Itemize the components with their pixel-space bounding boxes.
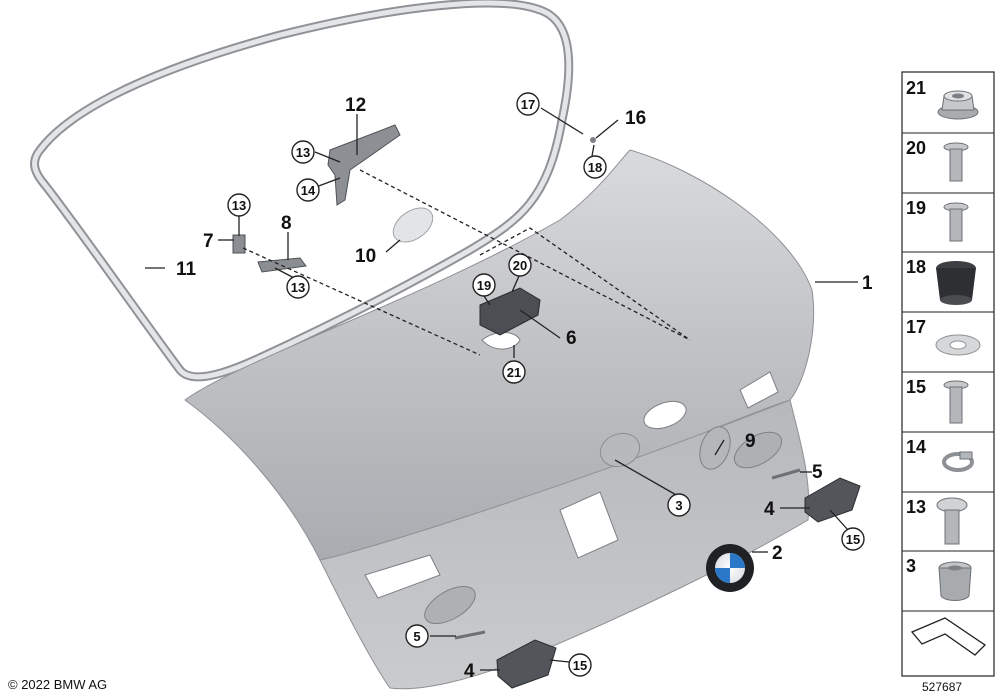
callout-5-upper: 5 — [812, 462, 823, 483]
support-bracket — [327, 124, 401, 206]
round-head-bolt-icon — [936, 497, 968, 545]
sidebar-label-21: 21 — [906, 78, 927, 98]
washer-icon — [935, 334, 981, 356]
callout-4-upper: 4 — [764, 499, 775, 520]
circled-callouts: 3 5 13 13 13 14 15 15 17 18 19 20 21 — [227, 92, 865, 677]
flap-cover-upper — [804, 477, 861, 523]
sidebar-label-3: 3 — [906, 556, 917, 576]
parts-sidebar — [901, 71, 995, 677]
copyright-text: © 2022 BMW AG — [8, 677, 108, 692]
flange-bolt-icon-2 — [943, 202, 969, 242]
stud-upper — [771, 468, 801, 480]
callout-10: 10 — [355, 246, 376, 267]
trunk-lid — [184, 149, 815, 690]
callout-15-upper: 15 — [846, 532, 860, 547]
callout-20: 20 — [513, 258, 527, 273]
callout-9: 9 — [745, 431, 756, 452]
sidebar-label-13: 13 — [906, 497, 927, 517]
sidebar-label-17: 17 — [906, 317, 927, 337]
callout-13-b: 13 — [232, 198, 246, 213]
bracket-7 — [232, 234, 246, 254]
callout-1: 1 — [862, 273, 873, 294]
callout-14: 14 — [301, 183, 316, 198]
callout-12: 12 — [345, 95, 366, 116]
callout-11: 11 — [176, 259, 197, 280]
rubber-buffer-icon — [936, 261, 976, 305]
sidebar-label-14: 14 — [906, 437, 927, 457]
bmw-emblem-icon — [706, 544, 754, 592]
callout-3: 3 — [675, 498, 682, 513]
stud-lower — [454, 630, 486, 640]
callout-16: 16 — [625, 108, 646, 129]
callout-13-c: 13 — [291, 280, 305, 295]
callout-18: 18 — [588, 160, 602, 175]
callout-5-lower: 5 — [413, 629, 420, 644]
diagram-number: 527687 — [922, 680, 963, 694]
flange-nut-icon — [937, 90, 979, 120]
callout-2: 2 — [772, 543, 783, 564]
angle-profile-icon — [910, 617, 987, 656]
weather-seal — [30, 0, 574, 382]
callout-17: 17 — [521, 97, 535, 112]
small-stud-16 — [590, 137, 596, 143]
sidebar-label-15: 15 — [906, 377, 927, 397]
sidebar-label-20: 20 — [906, 138, 927, 158]
hose-clamp-icon — [942, 451, 974, 472]
cover-cap — [392, 207, 434, 243]
callout-15-lower: 15 — [573, 658, 587, 673]
flap-cover-lower — [496, 639, 557, 689]
latch-plate — [479, 287, 541, 336]
callout-4-lower: 4 — [464, 661, 475, 682]
callout-8: 8 — [281, 213, 292, 234]
grommet-icon — [938, 561, 972, 601]
flange-bolt-icon — [943, 142, 969, 182]
flange-bolt-icon-3 — [943, 380, 969, 424]
callout-19: 19 — [477, 278, 491, 293]
callout-6: 6 — [566, 328, 577, 349]
callout-13-a: 13 — [296, 145, 310, 160]
callout-7: 7 — [203, 231, 214, 252]
sidebar-label-18: 18 — [906, 257, 927, 277]
callout-21: 21 — [507, 365, 521, 380]
sidebar-label-19: 19 — [906, 198, 927, 218]
